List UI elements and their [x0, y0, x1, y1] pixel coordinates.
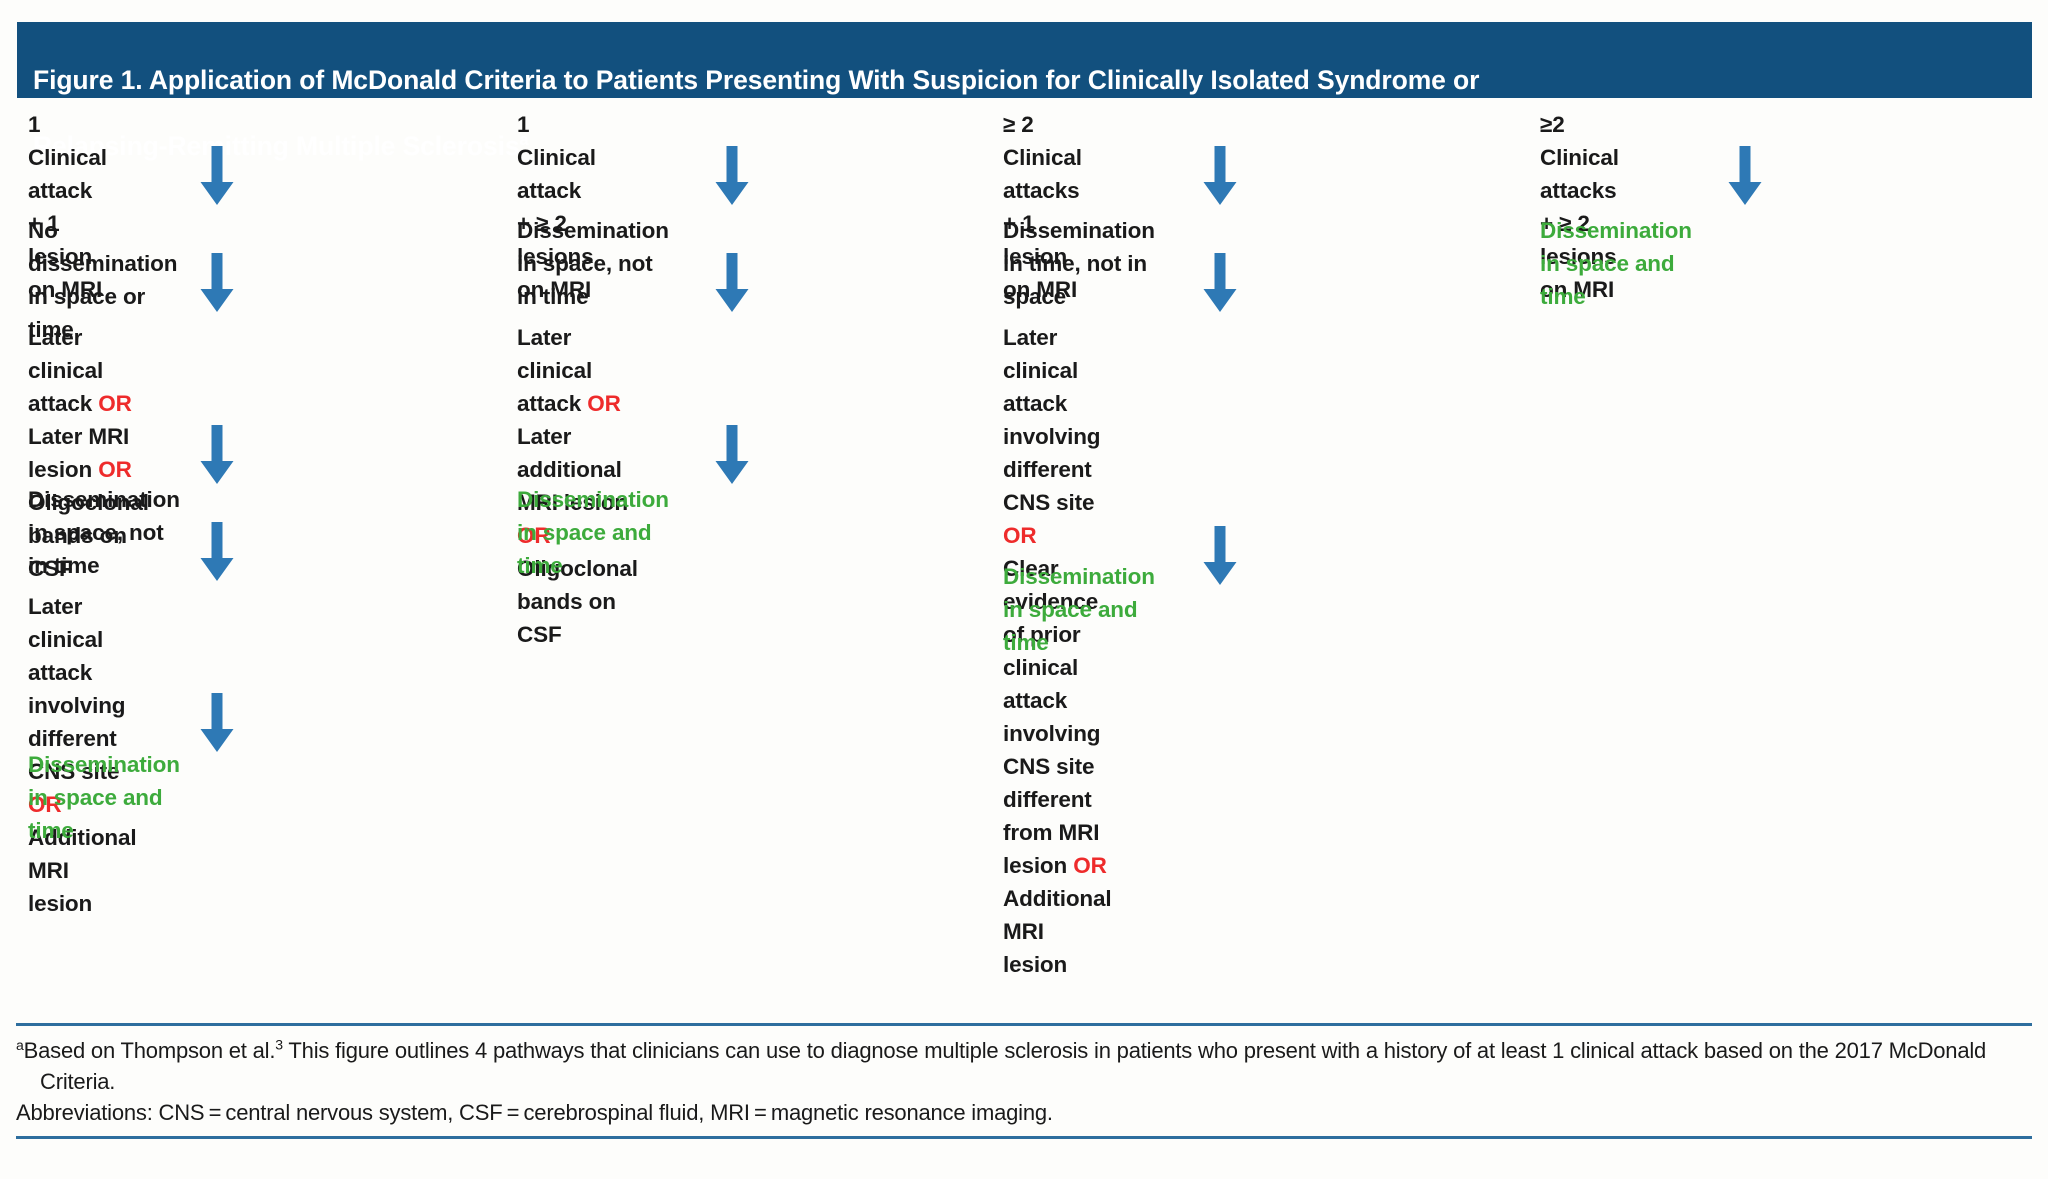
- node-3-3: Later clinical attack involving differen…: [1003, 325, 1112, 977]
- down-arrow-icon: [1203, 146, 1237, 205]
- figure-title: Figure 1. Application of McDonald Criter…: [33, 31, 2016, 163]
- footnote-text: aBased on Thompson et al.3 This figure o…: [16, 1026, 2032, 1136]
- flowchart: 1 Clinical attack + 1 lesion on MRI No d…: [0, 98, 2048, 1023]
- node-1-1: 1 Clinical attack + 1 lesion on MRI: [28, 112, 107, 302]
- down-arrow-icon: [200, 693, 234, 752]
- arrow-3-2: [1203, 253, 1237, 313]
- arrow-1-4: [200, 522, 234, 582]
- or-connector: OR: [98, 457, 132, 482]
- figure-title-line-2: Relapsing-Remitting Multiple Sclerosis: [33, 131, 520, 161]
- arrow-3-1: [1203, 146, 1237, 206]
- node-1-4: Dissemination in space, not in time: [28, 487, 180, 578]
- down-arrow-icon: [1203, 253, 1237, 312]
- node-4-1: ≥2 Clinical attacks + ≥ 2 lesions on MRI: [1540, 112, 1619, 302]
- node-4-2: Dissemination in space and time: [1540, 218, 1692, 309]
- arrow-1-5: [200, 693, 234, 753]
- node-2-4: Dissemination in space and time: [517, 487, 669, 578]
- arrow-2-2: [715, 253, 749, 313]
- or-connector: OR: [28, 792, 62, 817]
- footnote-rule-bottom: [16, 1136, 2032, 1139]
- arrow-4-1: [1728, 146, 1762, 206]
- arrow-1-1: [200, 146, 234, 206]
- arrow-2-3: [715, 425, 749, 485]
- down-arrow-icon: [1728, 146, 1762, 205]
- down-arrow-icon: [1203, 526, 1237, 585]
- down-arrow-icon: [200, 146, 234, 205]
- down-arrow-icon: [200, 522, 234, 581]
- figure-title-bar: Figure 1. Application of McDonald Criter…: [17, 22, 2032, 161]
- footnote-rule-top: [16, 1023, 2032, 1026]
- arrow-1-2: [200, 253, 234, 313]
- down-arrow-icon: [715, 146, 749, 205]
- node-2-1: 1 Clinical attack + ≥ 2 lesions on MRI: [517, 112, 596, 302]
- down-arrow-icon: [715, 253, 749, 312]
- footnote-source-note: aBased on Thompson et al.3 This figure o…: [16, 1035, 2032, 1097]
- figure-title-footnote-marker: a: [519, 131, 529, 150]
- down-arrow-icon: [200, 253, 234, 312]
- arrow-3-3: [1203, 526, 1237, 586]
- node-1-2: No dissemination in space or time: [28, 218, 178, 342]
- footnote-block: aBased on Thompson et al.3 This figure o…: [16, 1023, 2032, 1139]
- node-3-4: Dissemination in space and time: [1003, 564, 1155, 655]
- footnote-marker: a: [16, 1036, 24, 1053]
- node-2-2: Dissemination in space, not in time: [517, 218, 669, 309]
- node-3-2: Dissemination in time, not in space: [1003, 218, 1155, 309]
- node-1-6: Dissemination in space and time: [28, 752, 180, 843]
- node-3-1: ≥ 2 Clinical attacks + 1 lesion on MRI: [1003, 112, 1082, 302]
- or-connector: OR: [517, 523, 551, 548]
- arrow-2-1: [715, 146, 749, 206]
- or-connector: OR: [1003, 523, 1037, 548]
- footnote-reference-number: 3: [275, 1036, 283, 1053]
- figure-title-line-1: Figure 1. Application of McDonald Criter…: [33, 65, 1480, 95]
- footnote-source-part2: This figure outlines 4 pathways that cli…: [40, 1038, 1987, 1094]
- or-connector: OR: [587, 391, 621, 416]
- or-connector: OR: [1073, 853, 1107, 878]
- or-connector: OR: [98, 391, 132, 416]
- footnote-source-part1: Based on Thompson et al.: [23, 1038, 276, 1063]
- down-arrow-icon: [715, 425, 749, 484]
- arrow-1-3: [200, 425, 234, 485]
- footnote-abbreviations: Abbreviations: CNS = central nervous sys…: [16, 1100, 1053, 1125]
- down-arrow-icon: [200, 425, 234, 484]
